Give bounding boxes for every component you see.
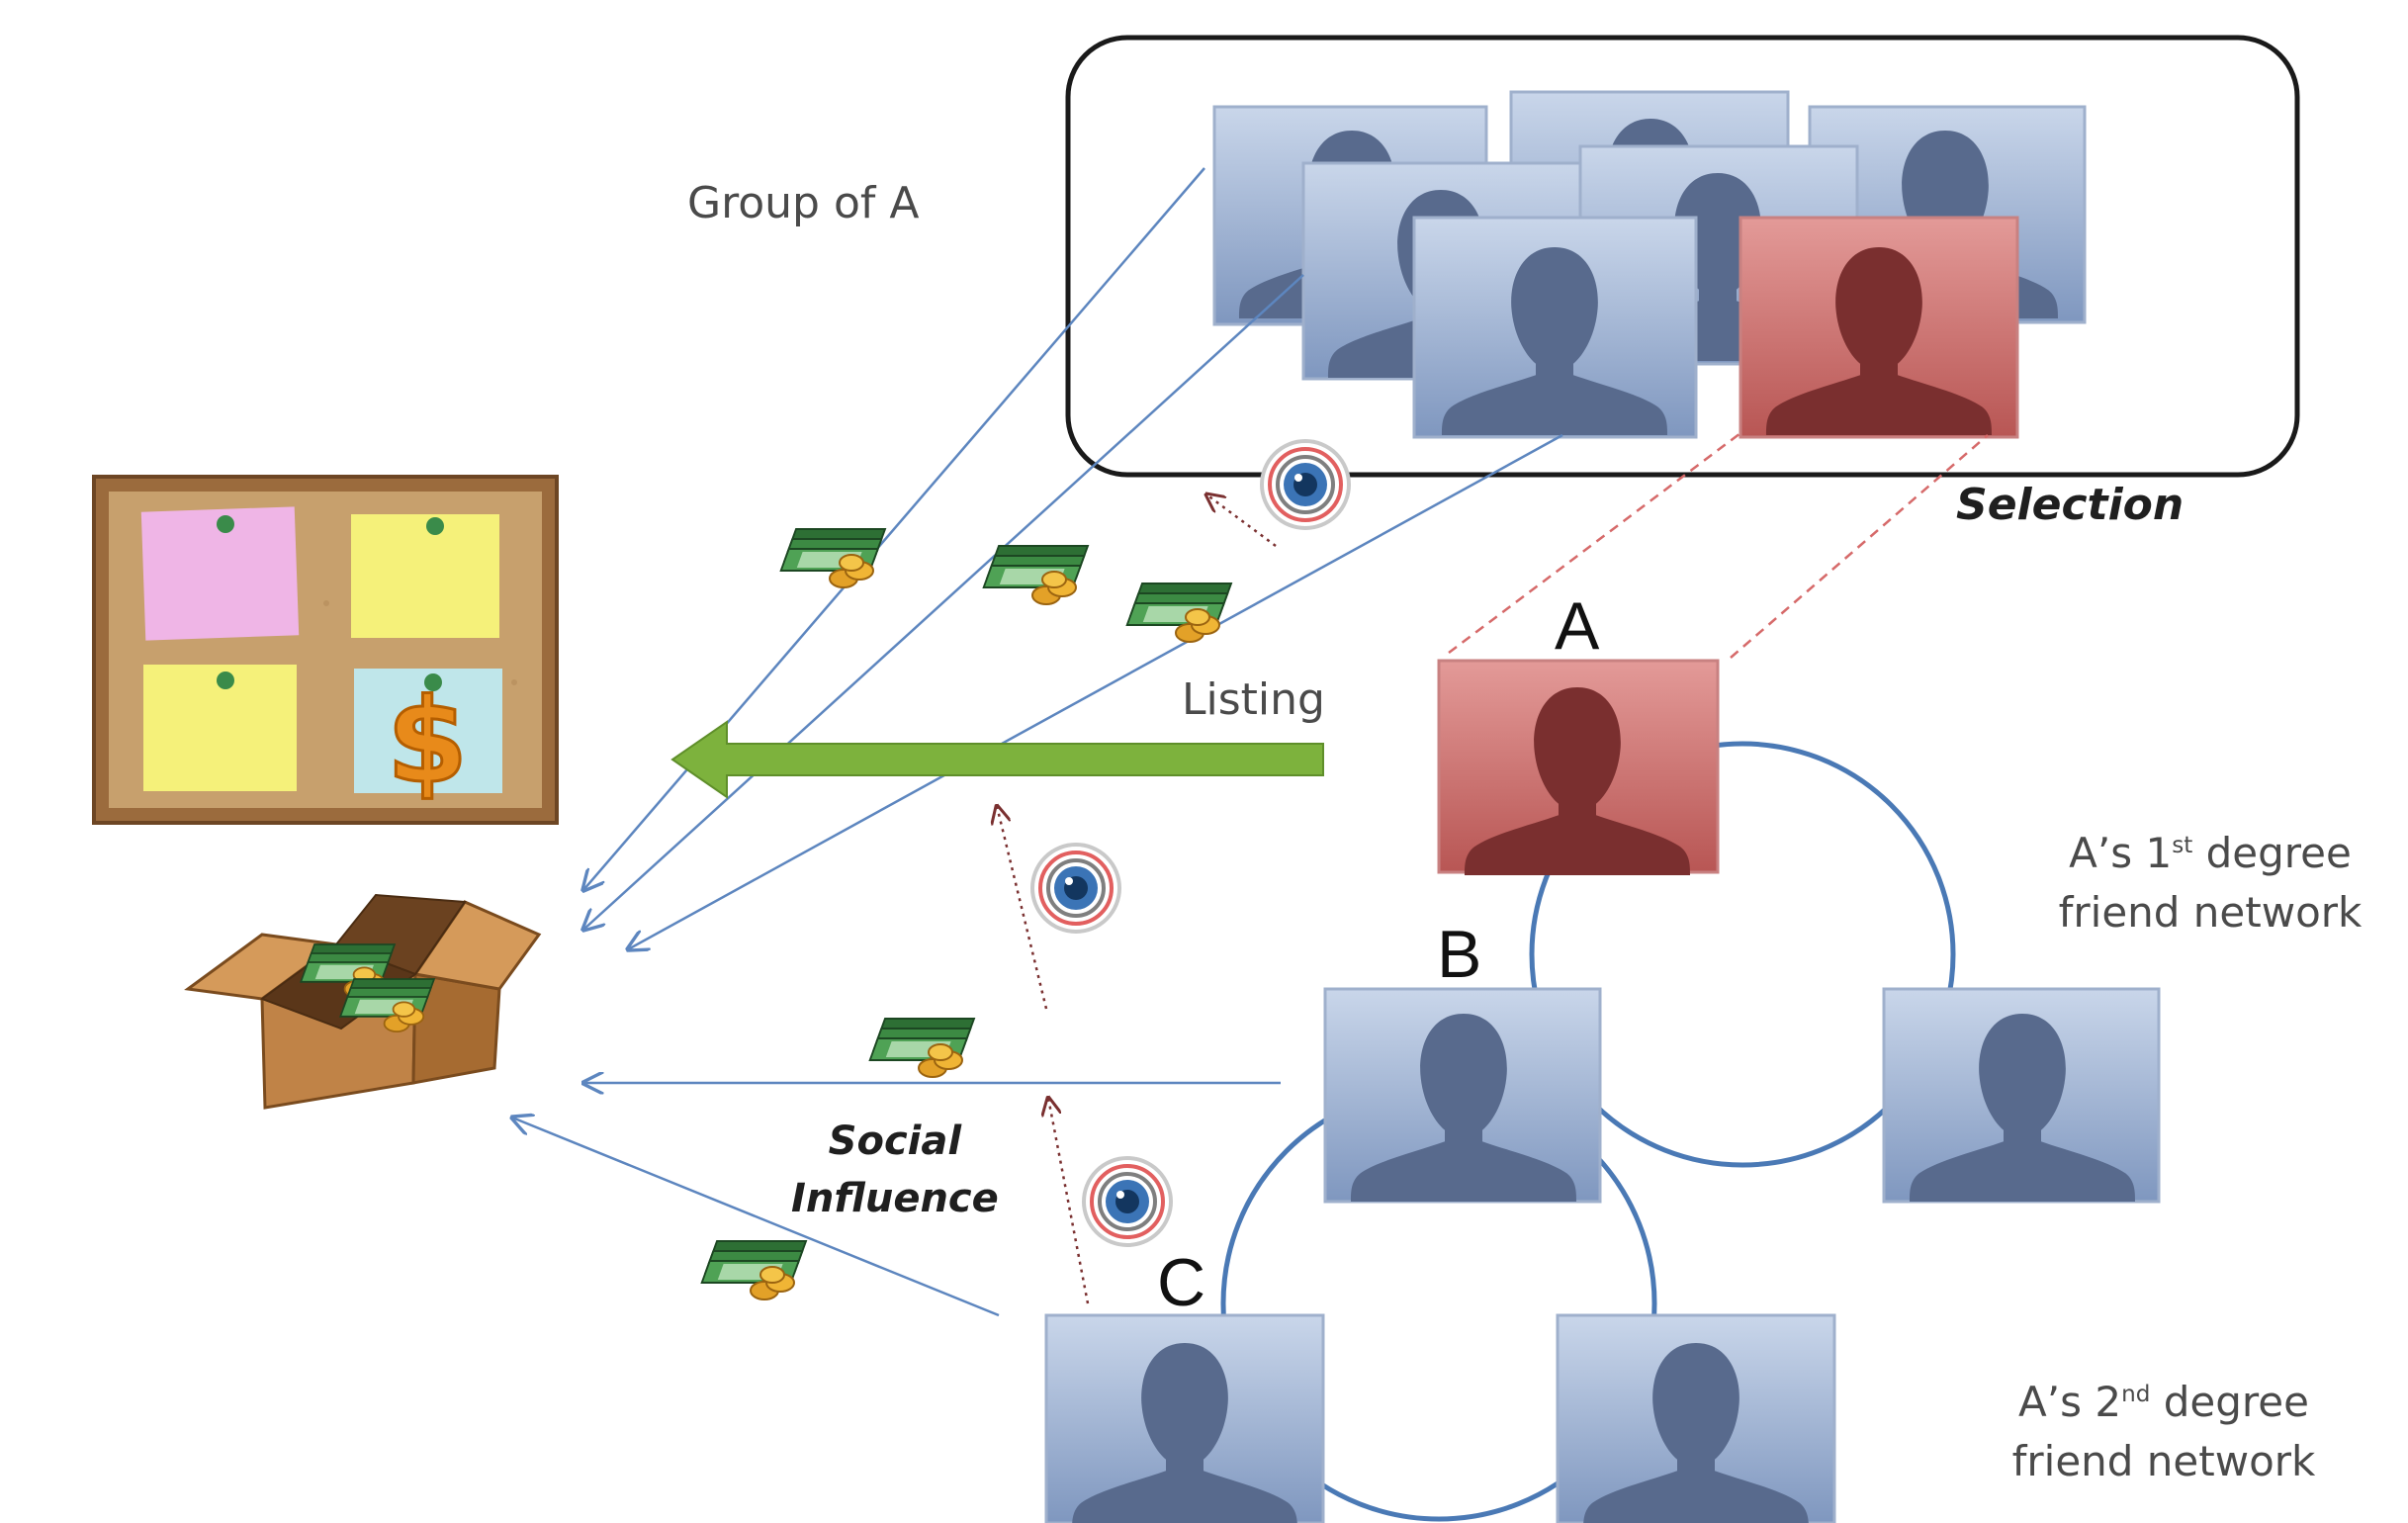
person-a-node — [1437, 659, 1720, 875]
payment-arrow — [512, 1118, 1000, 1317]
money-stack-icon — [982, 545, 1089, 605]
payment-arrow — [583, 167, 1205, 890]
first-degree-network-label: A’s 1st degree friend network — [2058, 829, 2363, 937]
selection-line — [1730, 434, 1989, 659]
node-c-label: C — [1157, 1245, 1206, 1320]
eye-icon — [1260, 439, 1351, 530]
person-c-node — [1044, 1313, 1325, 1523]
group-of-a-label: Group of A — [687, 178, 920, 228]
group-member-photo-selected — [1739, 216, 2019, 439]
cardboard-box-icon — [184, 893, 542, 1110]
money-stack-icon — [1125, 582, 1232, 643]
eye-icon — [1030, 843, 1121, 934]
person-second-degree-friend — [1556, 1313, 1836, 1523]
money-stack-icon — [868, 1018, 975, 1078]
selection-line — [1448, 432, 1741, 654]
dollar-sign-icon: $ — [387, 672, 468, 809]
node-b-label: B — [1437, 917, 1482, 992]
first-degree-network-circle — [1529, 741, 1956, 1168]
money-stack-icon — [700, 1240, 807, 1300]
person-first-degree-friend — [1882, 987, 2161, 1204]
listing-label: Listing — [1182, 674, 1325, 725]
group-of-a-box — [1065, 35, 2300, 478]
observation-arrow — [997, 806, 1048, 1010]
person-b-node — [1323, 987, 1602, 1204]
money-stack-icon — [779, 528, 886, 588]
social-influence-label: Social Influence — [791, 1119, 999, 1221]
eye-icon — [1082, 1156, 1173, 1247]
node-a-label: A — [1555, 588, 1600, 664]
observation-arrow — [1206, 494, 1277, 548]
listing-arrow — [670, 720, 1324, 799]
bulletin-board-icon: $ — [92, 475, 559, 825]
payment-arrow — [583, 274, 1304, 930]
observation-arrow — [1048, 1098, 1090, 1304]
selection-label: Selection — [1956, 480, 2185, 530]
group-member-photo — [1412, 216, 1698, 439]
payment-arrow — [628, 433, 1563, 949]
second-degree-network-label: A’s 2nd degree friend network — [2011, 1378, 2316, 1485]
